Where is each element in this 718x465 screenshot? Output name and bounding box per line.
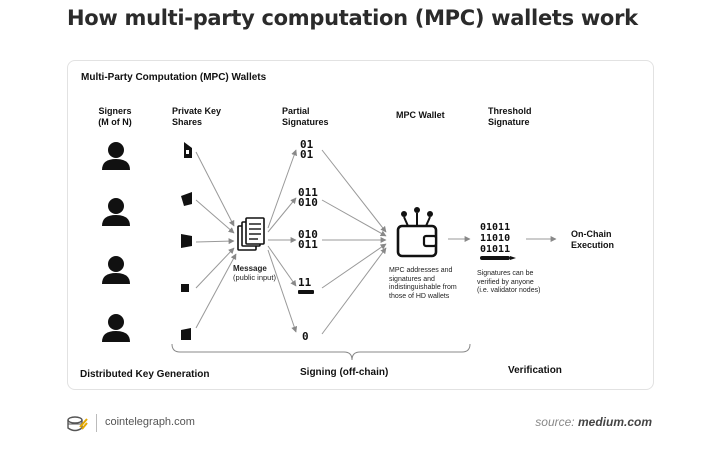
wallet-icon bbox=[396, 207, 438, 258]
phase-signing: Signing (off-chain) bbox=[300, 367, 389, 378]
signers-column-label: Signers (M of N) bbox=[98, 106, 132, 127]
key-share-icon-1 bbox=[184, 142, 192, 158]
partial-signatures: 01 01 011 010 010 011 11 0 bbox=[298, 138, 318, 343]
threshold-bits-3: 01011 bbox=[480, 244, 510, 255]
cointelegraph-logo-icon bbox=[67, 416, 88, 432]
partial-bits-2: 01 bbox=[300, 148, 314, 161]
pen-icon bbox=[480, 256, 516, 260]
partial-bits-5: 010 bbox=[298, 228, 318, 241]
signer-user-icon-4 bbox=[102, 314, 130, 342]
diagram-heading: Multi-Party Computation (MPC) Wallets bbox=[81, 72, 267, 83]
source-credit: source: medium.com bbox=[535, 415, 652, 429]
page-title: How multi-party computation (MPC) wallet… bbox=[67, 6, 638, 30]
signer-user-icon-1 bbox=[102, 142, 130, 170]
partial-bits-1: 01 bbox=[300, 138, 314, 151]
phase-distributed-key-generation: Distributed Key Generation bbox=[80, 369, 210, 380]
footer-site[interactable]: cointelegraph.com bbox=[105, 416, 195, 428]
message-label: Message (public input) bbox=[233, 264, 276, 282]
signer-user-icon-2 bbox=[102, 198, 130, 226]
signer-user-icon-3 bbox=[102, 256, 130, 284]
partial-to-wallet-arrows bbox=[321, 149, 387, 335]
partial-bits-7: 11 bbox=[298, 276, 312, 289]
private-key-shares-label: Private Key Shares bbox=[172, 106, 222, 127]
footer-separator bbox=[96, 414, 97, 432]
threshold-bits-2: 11010 bbox=[480, 233, 510, 244]
partial-bits-8: 0 bbox=[302, 330, 309, 343]
partial-signatures-label: Partial Signatures bbox=[282, 106, 329, 127]
mpc-note: MPC addresses and signatures and indisti… bbox=[389, 267, 457, 300]
phase-verification: Verification bbox=[508, 365, 562, 376]
mpc-wallet-label: MPC Wallet bbox=[396, 110, 445, 120]
source-name[interactable]: medium.com bbox=[577, 415, 652, 429]
partial-pen-mark bbox=[298, 290, 314, 294]
partial-bits-3: 011 bbox=[298, 186, 318, 199]
diagram-card bbox=[67, 60, 654, 390]
key-share-icon-2 bbox=[181, 192, 192, 206]
threshold-note: Signatures can be verified by anyone (i.… bbox=[477, 270, 541, 294]
key-share-icon-4 bbox=[181, 284, 189, 292]
document-icon bbox=[237, 217, 265, 251]
share-to-message-arrows bbox=[195, 151, 237, 329]
partial-bits-4: 010 bbox=[298, 196, 318, 209]
threshold-binary: 01011 11010 01011 bbox=[480, 222, 510, 255]
on-chain-execution-label: On-Chain Execution bbox=[571, 229, 615, 250]
key-share-icon-5 bbox=[181, 328, 191, 340]
threshold-signature-label: Threshold Signature bbox=[488, 106, 532, 127]
threshold-bits-1: 01011 bbox=[480, 222, 510, 233]
source-prefix: source: bbox=[535, 415, 575, 429]
partial-bits-6: 011 bbox=[298, 238, 318, 251]
message-to-partial-arrows bbox=[267, 149, 298, 333]
signing-brace bbox=[171, 343, 471, 361]
key-share-icon-3 bbox=[181, 234, 192, 248]
